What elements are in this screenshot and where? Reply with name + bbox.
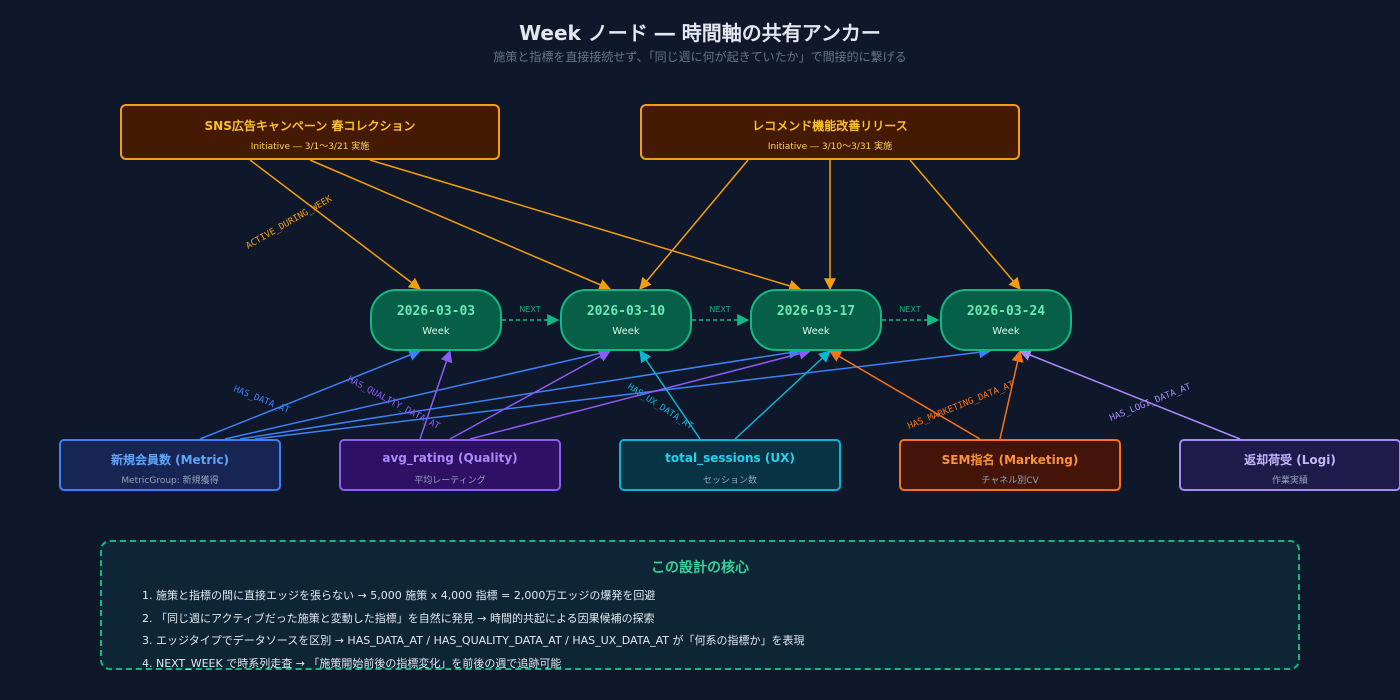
design-note-list: 1. 施策と指標の間に直接エッジを張らない → 5,000 施策 x 4,000… (142, 588, 804, 678)
edge-label-has-logi: HAS_LOGI_DATA_AT (1108, 382, 1193, 424)
week-label: Week (422, 326, 450, 337)
edge-label-has-quality: HAS_QUALITY_DATA_AT (346, 375, 442, 432)
metric-node-avg-rating[interactable]: avg_rating (Quality) 平均レーティング (339, 439, 561, 491)
initiative-title: SNS広告キャンペーン 春コレクション (204, 119, 416, 133)
metric-subtitle: チャネル別CV (981, 476, 1039, 486)
edge-label-has-data: HAS_DATA_AT (232, 385, 292, 417)
edge-label-next-1: NEXT (519, 305, 540, 314)
metric-title: SEM指名 (Marketing) (941, 453, 1079, 467)
edge-quality-w1 (419, 349, 453, 440)
initiative-node-recommend[interactable]: レコメンド機能改善リリース Initiative ― 3/10〜3/31 実施 (640, 104, 1020, 160)
week-label: Week (612, 326, 640, 337)
metric-subtitle: 作業実績 (1271, 476, 1308, 486)
metric-title: 返却荷受 (Logi) (1244, 453, 1336, 467)
edge-logi-w4 (1018, 349, 1241, 440)
week-node-1[interactable]: 2026-03-03 Week (370, 289, 502, 351)
design-note-item: 2. 「同じ週にアクティブだった施策と変動した指標」を自然に発見 → 時間的共起… (142, 611, 655, 625)
week-node-3[interactable]: 2026-03-17 Week (750, 289, 882, 351)
edge-active-rec-w2 (639, 159, 749, 290)
edge-metric-w4 (254, 346, 992, 440)
edge-active-sns-w1 (249, 159, 421, 290)
week-date: 2026-03-03 (396, 304, 476, 319)
week-label: Week (802, 326, 830, 337)
metric-node-sem[interactable]: SEM指名 (Marketing) チャネル別CV (899, 439, 1121, 491)
edge-metric-w1 (199, 349, 422, 440)
metric-title: 新規会員数 (Metric) (110, 453, 230, 467)
page-title: Week ノード ― 時間軸の共有アンカー (519, 21, 881, 45)
metric-subtitle: MetricGroup: 新規獲得 (121, 476, 219, 486)
edge-marketing-w4 (999, 349, 1024, 440)
edge-marketing-w3 (828, 350, 981, 440)
initiative-subtitle: Initiative ― 3/10〜3/31 実施 (767, 142, 893, 152)
edge-active-rec-w4 (909, 159, 1021, 290)
design-note-item: 3. エッジタイプでデータソースを区別 → HAS_DATA_AT / HAS_… (142, 634, 805, 647)
metric-subtitle: 平均レーティング (414, 476, 486, 486)
design-note-item: 1. 施策と指標の間に直接エッジを張らない → 5,000 施策 x 4,000… (142, 589, 656, 602)
page-subtitle: 施策と指標を直接接続せず、「同じ週に何が起きていたか」で間接的に繋げる (493, 50, 907, 64)
edge-ux-w3 (734, 350, 831, 440)
metric-title: avg_rating (Quality) (382, 451, 518, 465)
week-date: 2026-03-10 (586, 304, 666, 319)
metric-node-logi[interactable]: 返却荷受 (Logi) 作業実績 (1179, 439, 1400, 491)
initiative-node-sns[interactable]: SNS広告キャンペーン 春コレクション Initiative ― 3/1〜3/2… (120, 104, 500, 160)
edge-label-active: ACTIVE_DURING_WEEK (245, 194, 335, 252)
metric-subtitle: セッション数 (702, 476, 757, 486)
week-label: Week (992, 326, 1020, 337)
week-date: 2026-03-24 (966, 304, 1046, 319)
design-note-item: 4. NEXT_WEEK で時系列走査 → 「施策開始前後の指標変化」を前後の週… (142, 656, 562, 670)
metric-node-new-members[interactable]: 新規会員数 (Metric) MetricGroup: 新規獲得 (59, 439, 281, 491)
design-note-box: この設計の核心 1. 施策と指標の間に直接エッジを張らない → 5,000 施策… (100, 540, 1300, 670)
metric-node-total-sessions[interactable]: total_sessions (UX) セッション数 (619, 439, 841, 491)
edge-active-sns-w2 (309, 159, 612, 291)
initiative-title: レコメンド機能改善リリース (752, 119, 908, 133)
week-node-2[interactable]: 2026-03-10 Week (560, 289, 692, 351)
edge-metric-w2 (224, 347, 612, 440)
week-node-4[interactable]: 2026-03-24 Week (940, 289, 1072, 351)
edge-label-next-3: NEXT (899, 305, 920, 314)
metric-title: total_sessions (UX) (665, 451, 795, 465)
edge-quality-w2 (449, 350, 612, 440)
week-date: 2026-03-17 (776, 304, 856, 319)
edge-quality-w3 (469, 347, 812, 440)
edge-active-sns-w3 (369, 159, 802, 292)
edge-ux-w2 (639, 350, 701, 440)
design-note-title: この設計の核心 (651, 560, 749, 576)
initiative-subtitle: Initiative ― 3/1〜3/21 実施 (250, 142, 370, 152)
edge-metric-w3 (239, 346, 802, 440)
edge-label-next-2: NEXT (709, 305, 730, 314)
